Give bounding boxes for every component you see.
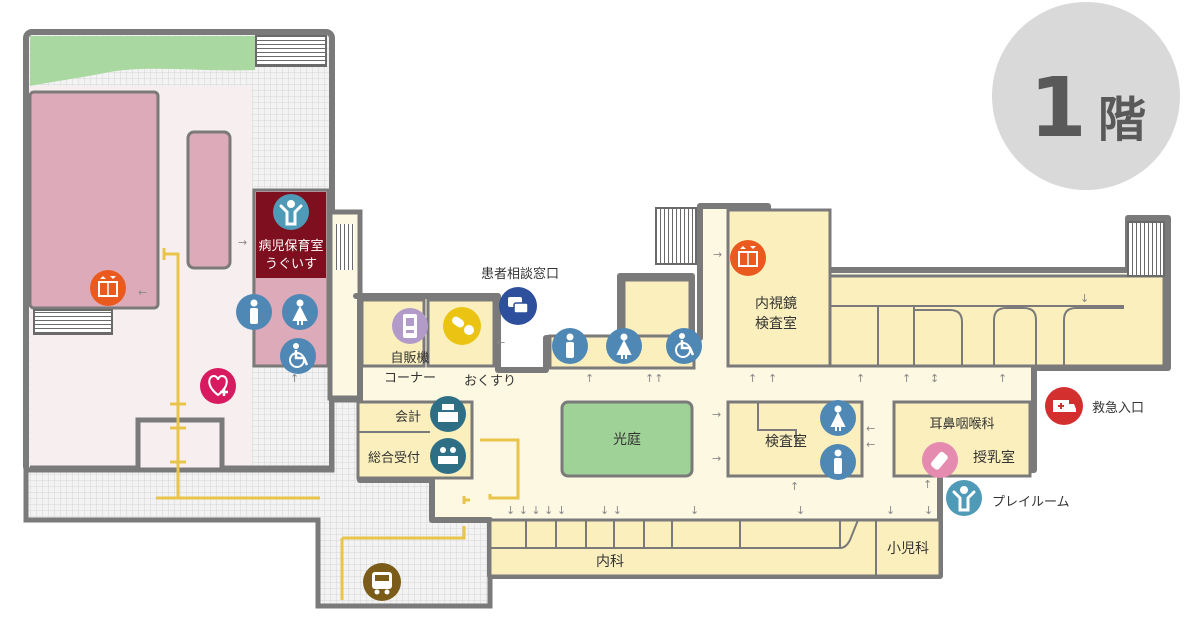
- svg-text:←: ←: [866, 438, 875, 451]
- mens-toilet-icon: [236, 294, 272, 330]
- left-stairs: [33, 309, 113, 335]
- mens-toilet-icon: [552, 328, 588, 364]
- chat-bubble-icon: [499, 287, 537, 325]
- band-div-4: [993, 307, 1037, 366]
- exam-room-label: 検査室: [765, 433, 807, 450]
- svg-text:↑: ↑: [585, 372, 594, 385]
- svg-text:↑: ↑: [790, 480, 799, 493]
- svg-text:↓: ↓: [690, 504, 699, 517]
- garden: [30, 36, 255, 86]
- courtyard: [560, 400, 694, 478]
- svg-text:↓: ↓: [796, 504, 805, 517]
- elevator-stairs-upper: [655, 207, 697, 265]
- svg-text:↑: ↑: [902, 372, 911, 385]
- svg-text:←: ←: [496, 336, 505, 349]
- svg-text:↓: ↓: [886, 504, 895, 517]
- child-icon: [946, 480, 982, 516]
- mid-upper-room: [622, 278, 692, 338]
- endoscopy-room: [726, 208, 832, 368]
- svg-text:↓ ↓: ↓ ↓: [600, 504, 622, 517]
- heart-plus-icon: [200, 368, 236, 404]
- pediatrics-label: 小児科: [887, 541, 929, 557]
- left-room-inner: [186, 130, 232, 270]
- svg-text:↑: ↑: [998, 372, 1007, 385]
- baby-bottle-icon: [922, 442, 958, 478]
- svg-text:→: →: [712, 452, 721, 465]
- reception-label: 総合受付: [368, 451, 420, 466]
- emergency-label: 救急入口: [1092, 400, 1144, 416]
- pills-icon: [443, 307, 481, 345]
- bus-icon: [363, 563, 401, 601]
- endoscopy-label-2: 検査室: [755, 315, 797, 332]
- internal-medicine-label: 内科: [596, 554, 624, 570]
- elevator-icon: [90, 270, 126, 306]
- svg-text:↕: ↕: [930, 372, 939, 385]
- register-icon: [430, 396, 466, 432]
- floor-unit: 階: [1098, 92, 1146, 148]
- direction-arrows: → ← ← → → → ← ← ↑ ↑↑ ↑ ↑ ↑ ↑ ↕ ↑ ↓ ↑ ↓ ↓…: [138, 236, 1089, 517]
- sick-child-room-label-1: 病児保育室: [258, 238, 323, 254]
- svg-text:↓: ↓: [924, 504, 933, 517]
- patient-consult-label: 患者相談窓口: [481, 266, 559, 282]
- mens-toilet-icon: [820, 444, 856, 480]
- svg-text:↑: ↑: [748, 372, 757, 385]
- wheelchair-icon: [280, 338, 316, 374]
- right-stairs: [1127, 221, 1165, 277]
- ambulance-icon: [1045, 387, 1083, 425]
- elevator-icon: [730, 240, 766, 276]
- cashier-label: 会計: [395, 409, 421, 425]
- left-wing: 病児保育室 うぐいす: [23, 29, 363, 475]
- exam-room-divider: [757, 402, 797, 446]
- svg-text:→: →: [712, 408, 721, 421]
- band-div-5: [1063, 307, 1124, 366]
- child-icon: [273, 194, 309, 230]
- svg-text:↑↑: ↑↑: [645, 372, 663, 385]
- room-labels: 患者相談窓口 自販機 コーナー おくすり 会計 総合受付 光庭 内視鏡 検査室 …: [368, 266, 1144, 570]
- left-room-large: [28, 90, 160, 310]
- womens-toilet-icon: [820, 400, 856, 436]
- womens-toilet-icon: [606, 328, 642, 364]
- svg-text:←: ←: [138, 286, 147, 299]
- nursing-label: 授乳室: [973, 449, 1015, 466]
- top-stairs: [255, 35, 327, 67]
- reception-icon: [430, 438, 466, 474]
- im-div-8: [839, 519, 859, 550]
- vending-label-2: コーナー: [384, 371, 436, 386]
- vending-label-1: 自販機: [390, 351, 429, 366]
- svg-text:→: →: [238, 236, 247, 249]
- svg-text:→: →: [713, 248, 722, 261]
- sick-child-room-label-2: うぐいす: [265, 257, 317, 272]
- svg-text:↑: ↑: [768, 372, 777, 385]
- svg-text:↓ ↓ ↓ ↓ ↓: ↓ ↓ ↓ ↓ ↓: [506, 504, 566, 517]
- left-bay: [30, 340, 130, 468]
- playroom-label: プレイルーム: [992, 495, 1070, 510]
- svg-text:↓: ↓: [1080, 292, 1089, 305]
- vending-machine-icon: [392, 308, 428, 344]
- svg-text:↑: ↑: [290, 372, 299, 385]
- svg-text:↑: ↑: [856, 372, 865, 385]
- womens-toilet-icon: [282, 294, 318, 330]
- endoscopy-label-1: 内視鏡: [755, 296, 797, 312]
- medicine-label: おくすり: [464, 374, 516, 389]
- right-rooms-band: [828, 274, 1166, 368]
- courtyard-label: 光庭: [613, 431, 641, 448]
- floor-number: 1: [1029, 61, 1086, 156]
- floor-badge: 1 階: [992, 2, 1180, 190]
- svg-text:↑: ↑: [923, 478, 932, 491]
- ent-label: 耳鼻咽喉科: [929, 416, 994, 432]
- wheelchair-icon: [666, 328, 702, 364]
- route-lines: [156, 248, 520, 600]
- left-corridor-stairs: [336, 224, 354, 270]
- svg-text:←: ←: [866, 422, 875, 435]
- band-div-3: [914, 309, 963, 366]
- ent-room: [892, 400, 1032, 478]
